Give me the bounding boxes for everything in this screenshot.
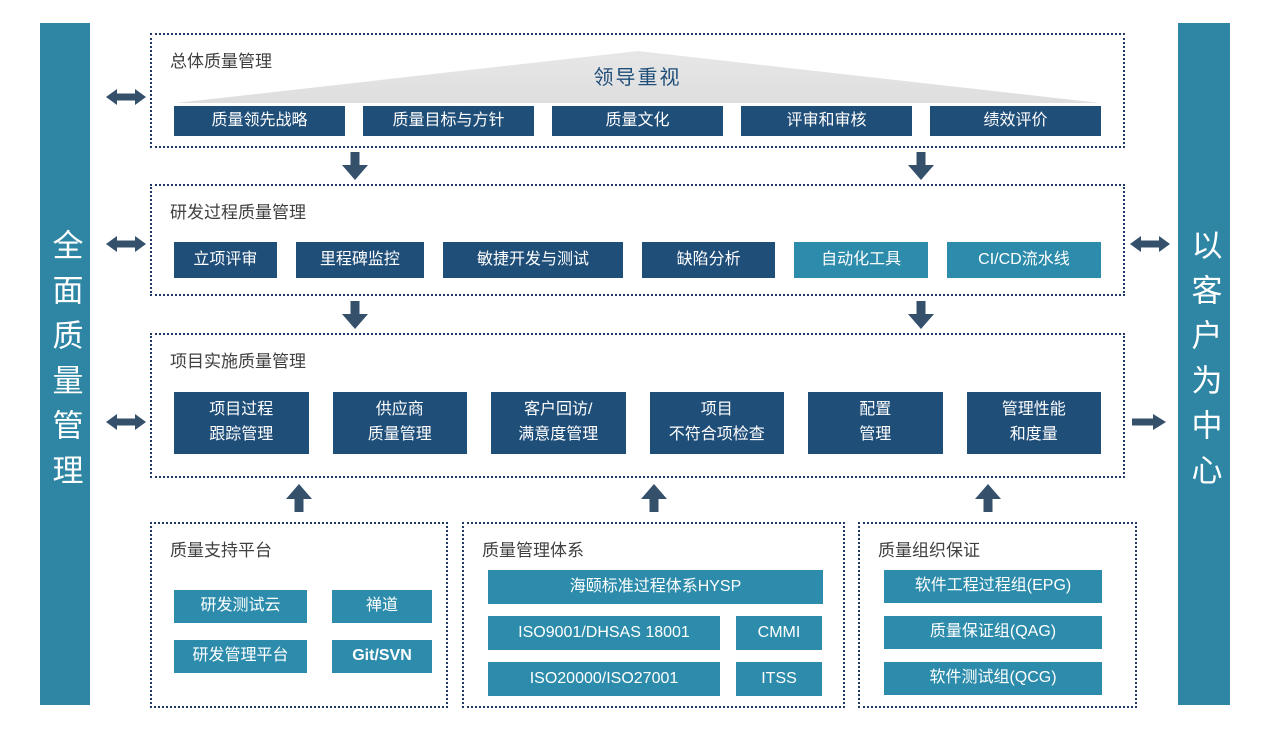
section-title: 总体质量管理: [170, 52, 272, 71]
btn-review-audit: 评审和审核: [741, 106, 912, 136]
left-right-arrow-icon: [106, 414, 146, 430]
btn-quality-goals-policy: 质量目标与方针: [363, 106, 534, 136]
btn-rd-management-platform: 研发管理平台: [174, 640, 307, 673]
btn-agile-dev-testing: 敏捷开发与测试: [443, 242, 623, 278]
btn-zentao: 禅道: [332, 590, 432, 623]
btn-quality-culture: 质量文化: [552, 106, 723, 136]
btn-qag-group: 质量保证组(QAG): [884, 616, 1102, 649]
btn-supplier-quality: 供应商 质量管理: [332, 392, 467, 454]
btn-cicd-pipeline: CI/CD流水线: [946, 242, 1101, 278]
btn-performance-evaluation: 绩效评价: [930, 106, 1101, 136]
section-quality-management-system: 质量管理体系 海颐标准过程体系HYSP ISO9001/DHSAS 18001 …: [462, 522, 845, 708]
left-bar-total-quality: 全面质量管理: [40, 23, 90, 705]
down-arrow-icon: [908, 152, 934, 180]
btn-project-nonconformity-check: 项目 不符合项检查: [649, 392, 784, 454]
btn-milestone-monitoring: 里程碑监控: [295, 242, 425, 278]
section-project-impl-quality: 项目实施质量管理 项目过程 跟踪管理 供应商 质量管理 客户回访/ 满意度管理 …: [150, 333, 1125, 478]
btn-rd-test-cloud: 研发测试云: [174, 590, 307, 623]
btn-git-svn: Git/SVN: [332, 640, 432, 673]
left-right-arrow-icon: [106, 236, 146, 252]
btn-customer-visit-satisfaction: 客户回访/ 满意度管理: [491, 392, 626, 454]
left-right-arrow-icon: [1130, 236, 1170, 252]
right-arrow-icon: [1132, 414, 1166, 430]
down-arrow-icon: [342, 152, 368, 180]
down-arrow-icon: [908, 301, 934, 329]
rd-button-row: 立项评审 里程碑监控 敏捷开发与测试 缺陷分析 自动化工具 CI/CD流水线: [174, 242, 1101, 278]
btn-defect-analysis: 缺陷分析: [641, 242, 776, 278]
up-arrow-icon: [975, 484, 1001, 512]
section-rd-process-quality: 研发过程质量管理 立项评审 里程碑监控 敏捷开发与测试 缺陷分析 自动化工具 C…: [150, 184, 1125, 296]
btn-quality-leading-strategy: 质量领先战略: [174, 106, 345, 136]
btn-configuration-management: 配置 管理: [808, 392, 943, 454]
btn-iso9001-dhsas18001: ISO9001/DHSAS 18001: [488, 616, 720, 650]
section-quality-org-assurance: 质量组织保证 软件工程过程组(EPG) 质量保证组(QAG) 软件测试组(QCG…: [858, 522, 1137, 708]
section-title: 质量管理体系: [482, 541, 584, 560]
up-arrow-icon: [641, 484, 667, 512]
section-title: 项目实施质量管理: [170, 352, 306, 371]
section-overall-quality: 总体质量管理 领导重视 质量领先战略 质量目标与方针 质量文化 评审和审核 绩效…: [150, 33, 1125, 148]
overall-button-row: 质量领先战略 质量目标与方针 质量文化 评审和审核 绩效评价: [174, 106, 1101, 136]
btn-hysp-standard-process: 海颐标准过程体系HYSP: [488, 570, 823, 604]
impl-button-row: 项目过程 跟踪管理 供应商 质量管理 客户回访/ 满意度管理 项目 不符合项检查…: [174, 392, 1101, 454]
section-title: 质量支持平台: [170, 541, 272, 560]
btn-iso20000-iso27001: ISO20000/ISO27001: [488, 662, 720, 696]
section-title: 研发过程质量管理: [170, 203, 306, 222]
leadership-banner: 领导重视: [593, 67, 682, 89]
section-quality-support-platform: 质量支持平台 研发测试云 禅道 研发管理平台 Git/SVN: [150, 522, 448, 708]
btn-project-process-tracking: 项目过程 跟踪管理: [174, 392, 309, 454]
up-arrow-icon: [286, 484, 312, 512]
btn-qcg-group: 软件测试组(QCG): [884, 662, 1102, 695]
btn-itss: ITSS: [736, 662, 822, 696]
btn-automation-tools: 自动化工具: [794, 242, 928, 278]
btn-epg-group: 软件工程过程组(EPG): [884, 570, 1102, 603]
down-arrow-icon: [342, 301, 368, 329]
left-right-arrow-icon: [106, 89, 146, 105]
btn-project-approval-review: 立项评审: [174, 242, 277, 278]
right-bar-customer-centric: 以客户为中心: [1178, 23, 1230, 705]
btn-cmmi: CMMI: [736, 616, 822, 650]
btn-performance-measurement: 管理性能 和度量: [966, 392, 1101, 454]
section-title: 质量组织保证: [878, 541, 980, 560]
